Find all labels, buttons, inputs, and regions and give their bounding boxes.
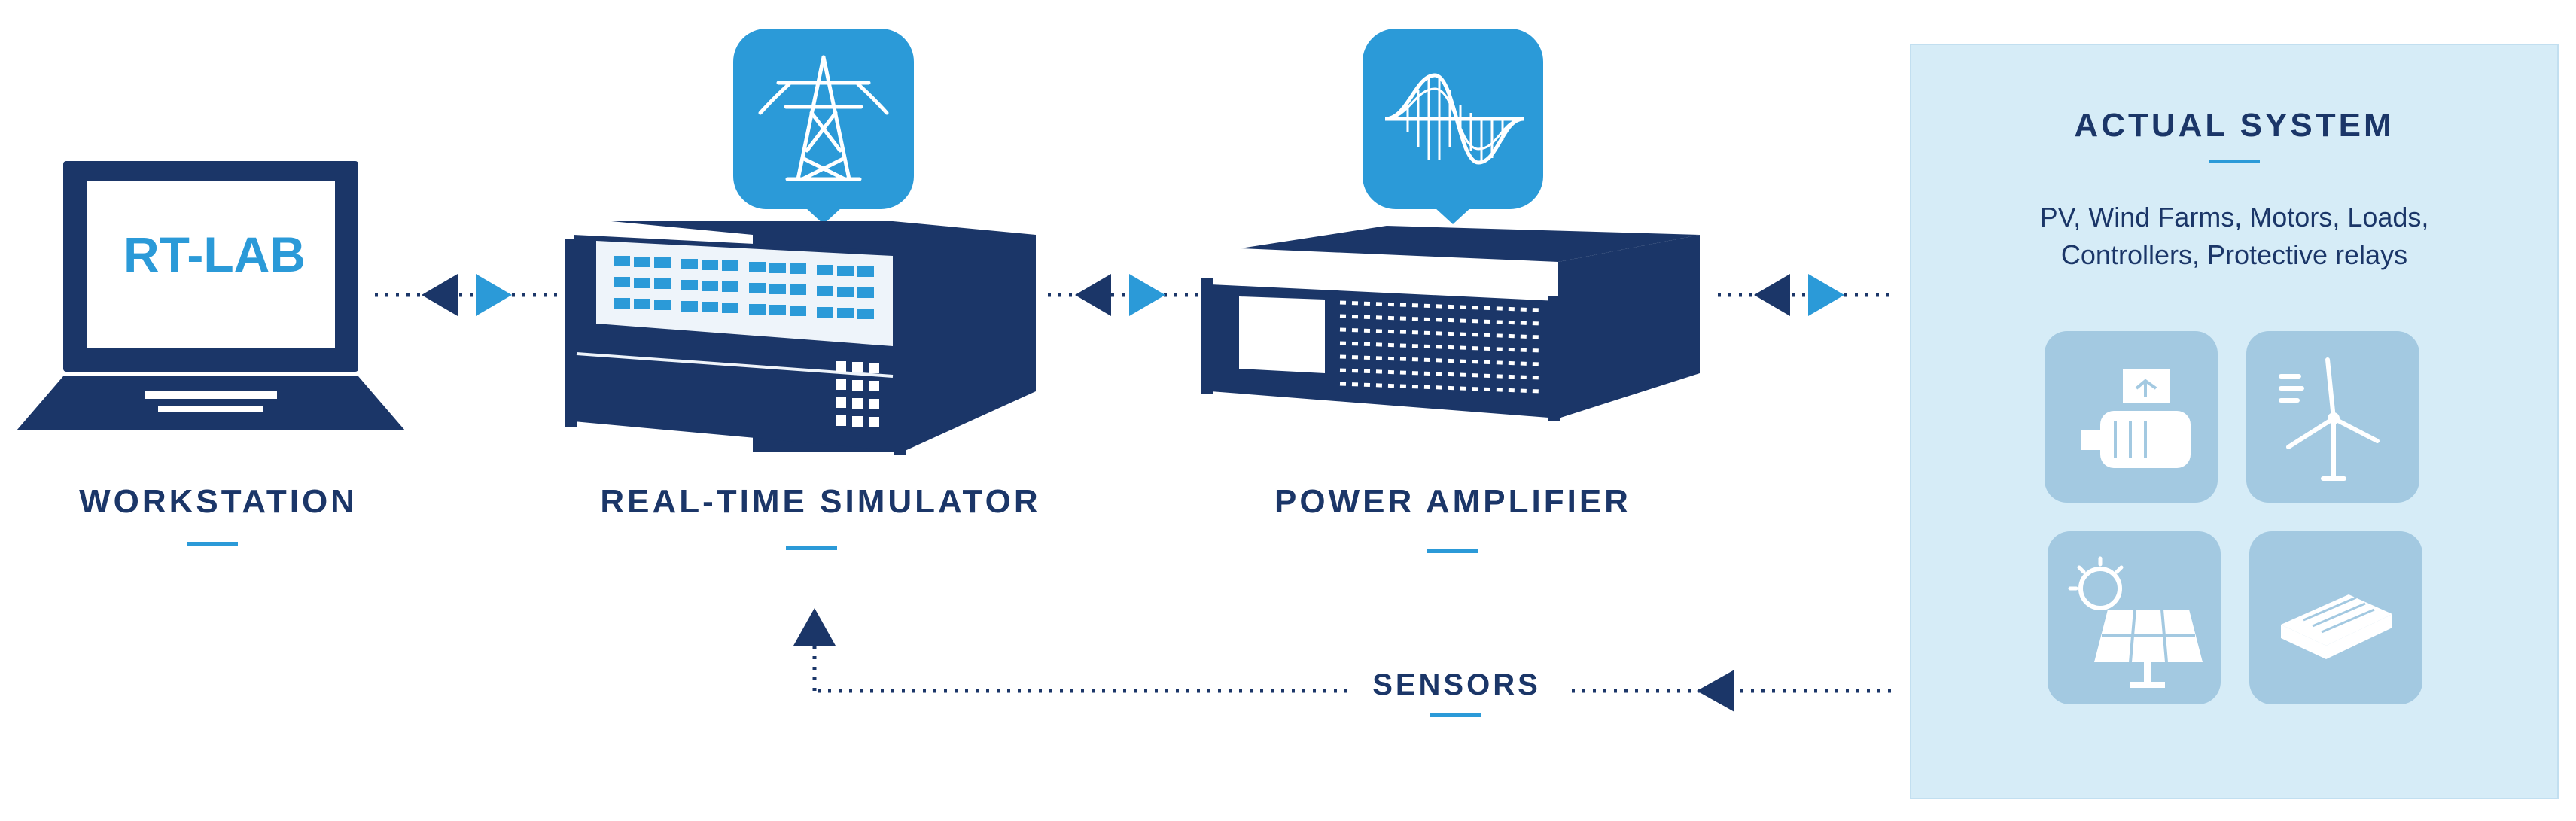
actual-system-title: ACTUAL SYSTEM [2074, 107, 2395, 144]
actual-system-description-line-1: PV, Wind Farms, Motors, Loads, [2039, 202, 2429, 233]
connector-simulator-amplifier [1048, 274, 1207, 316]
amplifier-underline [1427, 549, 1478, 553]
laptop-icon [17, 161, 405, 430]
sensors-underline [1430, 713, 1481, 717]
simulator-badge-icon [733, 29, 914, 224]
actual-system-description: PV, Wind Farms, Motors, Loads, Controlle… [1910, 199, 2559, 274]
workstation-label: WORKSTATION [79, 483, 358, 520]
controller-box-icon [2249, 531, 2422, 704]
rt-lab-screen-text: RT-LAB [123, 227, 306, 282]
motor-icon [2045, 331, 2218, 503]
sensors-label: SENSORS [1372, 668, 1541, 701]
sensors-feedback-path [793, 608, 1891, 712]
amplifier-chassis-icon [1201, 226, 1700, 421]
solar-panel-icon [2048, 531, 2221, 704]
workstation-underline [187, 542, 238, 546]
simulator-label: REAL-TIME SIMULATOR [600, 483, 1041, 520]
actual-system-panel [1910, 44, 2559, 799]
amplifier-badge-icon [1363, 29, 1543, 224]
amplifier-label: POWER AMPLIFIER [1274, 483, 1631, 520]
connector-workstation-simulator [375, 274, 557, 316]
wind-turbine-icon [2246, 331, 2419, 503]
actual-system-description-line-2: Controllers, Protective relays [2060, 239, 2408, 270]
simulator-rack-icon [565, 221, 1036, 455]
actual-system-underline [2209, 160, 2260, 163]
simulator-underline [786, 546, 837, 550]
connector-amplifier-actual-system [1718, 274, 1891, 316]
